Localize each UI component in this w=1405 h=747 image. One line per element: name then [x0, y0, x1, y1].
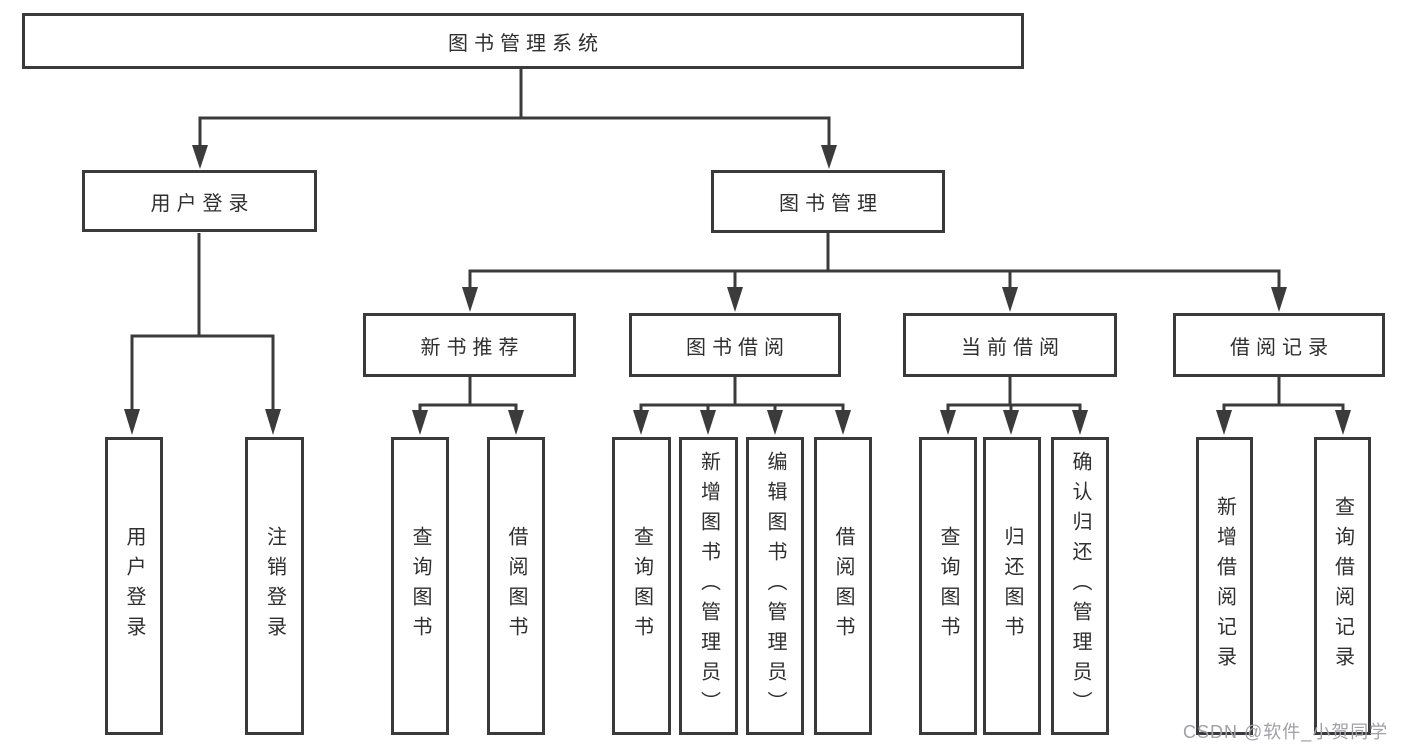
arrowheads [124, 145, 1351, 435]
node-book-borrowing: 图书借阅 [629, 313, 841, 377]
node-new-book-recommend: 新书推荐 [363, 313, 576, 377]
leaf-logout: 注销登录 [245, 437, 304, 735]
node-borrow-records: 借阅记录 [1173, 313, 1385, 377]
leaf-borrow-books-recommend: 借阅图书 [487, 437, 545, 735]
leaf-query-books-current: 查询图书 [919, 437, 977, 735]
leaf-query-borrow-record: 查询借阅记录 [1314, 437, 1371, 735]
node-library-system: 图书管理系统 [22, 13, 1024, 69]
leaf-add-borrow-record: 新增借阅记录 [1196, 437, 1253, 735]
csdn-watermark: CSDN @软件_小贺同学 [1183, 722, 1389, 742]
node-user-login: 用户登录 [82, 170, 317, 232]
leaf-query-books-borrowing: 查询图书 [612, 437, 671, 735]
node-book-management: 图书管理 [711, 170, 945, 233]
leaf-borrow-books-borrowing: 借阅图书 [814, 437, 872, 735]
leaf-return-books: 归还图书 [983, 437, 1041, 735]
leaf-query-books-recommend: 查询图书 [391, 437, 449, 735]
leaf-user-login: 用户登录 [105, 437, 163, 735]
node-current-borrowing: 当前借阅 [903, 313, 1117, 377]
leaf-confirm-return-admin: 确认归还（管理员） [1051, 437, 1109, 735]
leaf-edit-book-admin: 编辑图书（管理员） [746, 437, 804, 735]
leaf-add-book-admin: 新增图书（管理员） [679, 437, 738, 735]
